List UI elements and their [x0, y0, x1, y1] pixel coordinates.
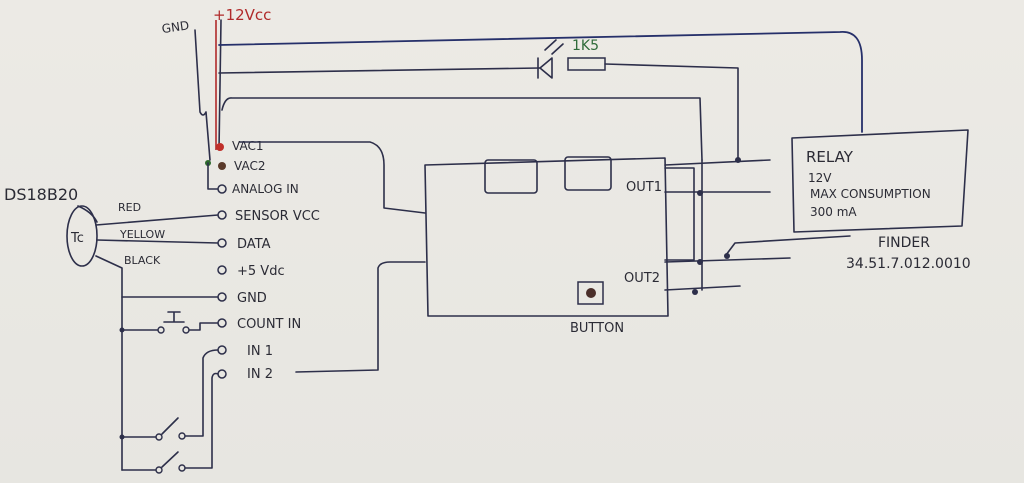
relay-consumption: MAX CONSUMPTION — [810, 187, 931, 201]
relay-title: RELAY — [806, 148, 854, 166]
sensor-red-wire — [95, 214, 219, 226]
relay-part: 34.51.7.012.0010 — [846, 256, 971, 272]
sensor-symbol: Tc — [70, 231, 84, 246]
terminal-data — [217, 238, 227, 248]
sensor-body — [66, 205, 98, 267]
wire-black-label: BLACK — [124, 254, 161, 267]
led-symbol — [537, 39, 564, 79]
sensor-name: DS18B20 — [4, 185, 78, 204]
label-data: DATA — [237, 237, 271, 252]
label-gnd: GND — [237, 291, 267, 306]
out2-label: OUT2 — [624, 271, 660, 286]
button-label: BUTTON — [570, 321, 624, 336]
terminal-count-in — [217, 318, 227, 328]
in2-to-board-wire — [295, 261, 426, 373]
relay-current: 300 mA — [810, 205, 857, 219]
label-in2: IN 2 — [247, 367, 273, 382]
resistor-symbol — [567, 57, 606, 71]
label-analog-in: ANALOG IN — [232, 182, 299, 196]
board-chip-2 — [564, 156, 612, 191]
wire-red-label: RED — [118, 201, 141, 214]
relay-maker: FINDER — [878, 235, 930, 251]
in1-switch — [121, 349, 219, 441]
terminal-vac2 — [218, 162, 226, 170]
terminal-sensor-vcc — [217, 210, 227, 220]
count-switch — [121, 311, 219, 334]
terminal-in1 — [217, 345, 227, 355]
board-chip-1 — [484, 159, 538, 194]
led-feed-wire — [218, 67, 541, 74]
gnd-bus-wire — [221, 97, 703, 161]
wire-yellow-label: YELLOW — [119, 228, 165, 241]
sensor-black-wire — [95, 255, 123, 471]
gnd-label: GND — [161, 18, 190, 36]
label-vac1: VAC1 — [232, 139, 263, 153]
controller-board — [424, 157, 669, 317]
output-wiring — [664, 157, 851, 295]
label-in1: IN 1 — [247, 344, 273, 359]
out1-label: OUT1 — [626, 180, 662, 195]
label-5vdc: +5 Vdc — [237, 264, 285, 279]
label-count-in: COUNT IN — [237, 317, 301, 332]
label-sensor-vcc: SENSOR VCC — [235, 209, 320, 224]
in2-switch — [121, 372, 219, 474]
terminal-analog-in — [217, 184, 227, 194]
relay-box — [791, 129, 969, 233]
vcc-label: +12Vcc — [213, 6, 271, 24]
board-button-cap — [586, 288, 596, 298]
board-button — [577, 281, 604, 305]
label-vac2: VAC2 — [234, 159, 265, 173]
relay-voltage: 12V — [808, 171, 832, 185]
terminal-pins — [205, 143, 227, 379]
terminal-gnd — [217, 292, 227, 302]
led-return-wire — [604, 63, 739, 161]
sensor-yellow-wire — [96, 239, 219, 244]
terminal-vac1 — [216, 143, 224, 151]
terminal-in2 — [217, 369, 227, 379]
terminal-5vdc — [217, 265, 227, 275]
vcc-to-relay-wire — [218, 31, 863, 133]
resistor-value: 1K5 — [572, 38, 599, 54]
supply-rails — [194, 19, 222, 161]
vac-to-board-wire — [239, 141, 426, 214]
